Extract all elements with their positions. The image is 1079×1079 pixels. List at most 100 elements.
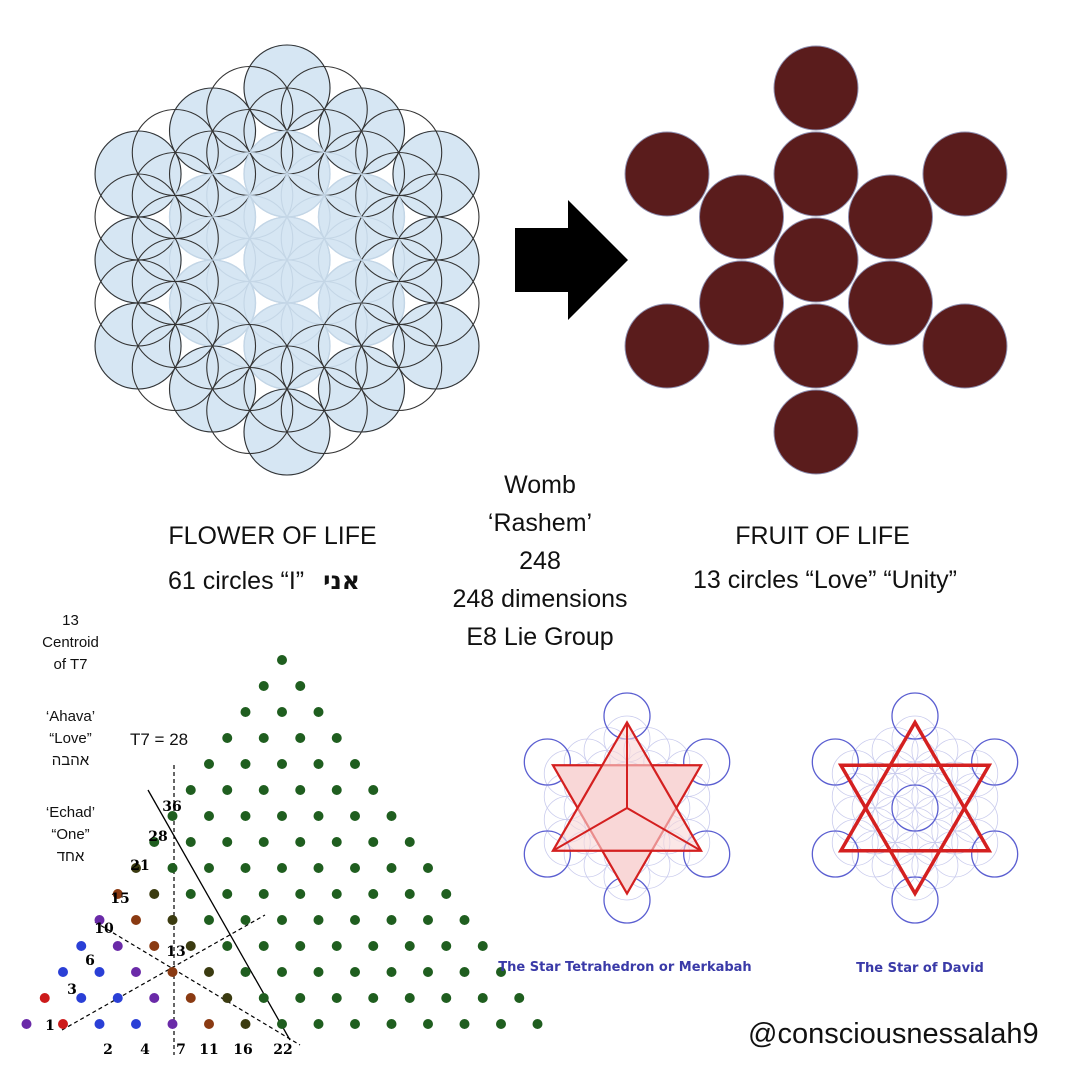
- triangle-dot: [496, 967, 506, 977]
- note-line: 13: [62, 612, 79, 629]
- centroid-diagonal-line: [94, 921, 301, 1046]
- triangle-dot: [149, 837, 160, 847]
- centroid-note: 13 Centroid of T7: [28, 610, 113, 676]
- fruit-circle: [922, 131, 1008, 217]
- triangle-dot: [295, 837, 306, 847]
- triangle-dot: [295, 993, 306, 1003]
- triangle-dot: [94, 1019, 105, 1029]
- triangle-dot: [350, 863, 360, 873]
- triangle-dot: [204, 967, 214, 977]
- ahava-note: ‘Ahava’ “Love” אהבה: [28, 706, 113, 772]
- triangle-dot: [331, 941, 342, 951]
- outer-circle: [523, 738, 571, 786]
- triangle-dot: [477, 941, 488, 951]
- fruit-title: FRUIT OF LIFE: [735, 522, 910, 550]
- tetra-edge: [626, 807, 646, 820]
- triangle-dot: [149, 889, 160, 899]
- triangle-dot: [131, 967, 141, 977]
- triangle-dot: [295, 733, 306, 743]
- fruit-subtitle: 13 circles “Love” “Unity”: [693, 566, 957, 594]
- fruit-circle: [699, 260, 785, 346]
- triangle-dot: [222, 733, 233, 743]
- triangle-dot: [240, 811, 251, 821]
- fruit-circle: [773, 303, 859, 389]
- triangle-dot: [331, 785, 342, 795]
- centroid-number-label: 13: [166, 944, 185, 960]
- david-caption: The Star of David: [856, 961, 984, 976]
- bottom-number-label: 11: [199, 1042, 218, 1058]
- triangle-dot: [295, 941, 306, 951]
- triangle-dot: [258, 889, 269, 899]
- fruit-circle: [773, 131, 859, 217]
- triangle-dot: [532, 1019, 543, 1029]
- triangle-dot: [368, 785, 379, 795]
- triangle-dot: [514, 993, 525, 1003]
- merkabah-graphic: [523, 692, 731, 924]
- triangle-dot: [313, 863, 324, 873]
- edge-number-label: 1: [45, 1018, 55, 1034]
- triangle-dot: [222, 889, 233, 899]
- flower-subtitle-text: 61 circles “I”: [168, 567, 305, 595]
- edge-number-label: 21: [130, 858, 149, 874]
- triangle-dot: [277, 707, 287, 717]
- triangle-dot: [204, 915, 214, 925]
- triangle-dot: [350, 915, 360, 925]
- triangle-dot: [222, 785, 233, 795]
- down-triangle: [837, 763, 993, 898]
- edge-number-label: 3: [67, 982, 77, 998]
- triangle-dot: [277, 967, 287, 977]
- triangle-dot: [459, 915, 470, 925]
- triangle-dot: [21, 1019, 32, 1029]
- right-arrow-icon: [515, 200, 628, 320]
- triangle-dot: [185, 941, 196, 951]
- triangle-dot: [295, 681, 306, 691]
- triangle-dot: [477, 993, 488, 1003]
- flower-subtitle: 61 circles “I” אני: [168, 566, 428, 596]
- flower-of-life-graphic: [94, 44, 480, 476]
- triangle-dot: [423, 1019, 433, 1029]
- triangle-dot: [76, 941, 87, 951]
- womb-line: ‘Rashem’: [487, 509, 593, 537]
- edge-number-label: 15: [110, 891, 129, 907]
- triangle-dot: [58, 1019, 68, 1029]
- triangle-dot: [404, 993, 415, 1003]
- womb-line: E8 Lie Group: [466, 623, 614, 651]
- fruit-circle: [699, 174, 785, 260]
- triangle-dot: [441, 941, 452, 951]
- outer-circle: [683, 830, 731, 878]
- triangle-dot: [496, 1019, 506, 1029]
- triangle-dot: [404, 889, 415, 899]
- triangle-dot: [459, 967, 470, 977]
- womb-line: Womb: [504, 471, 576, 499]
- note-line: אהבה: [51, 752, 90, 769]
- triangle-dot: [185, 785, 196, 795]
- triangle-dot: [313, 1019, 324, 1029]
- flower-title: FLOWER OF LIFE: [168, 522, 377, 550]
- outer-circle: [891, 692, 939, 740]
- outer-circle: [523, 830, 571, 878]
- note-line: “One”: [51, 826, 90, 843]
- triangle-dot: [423, 863, 433, 873]
- outer-circle: [971, 830, 1019, 878]
- triangle-dot: [240, 759, 251, 769]
- flower-subtitle-hebrew: אני: [323, 566, 360, 595]
- triangle-dot: [131, 915, 141, 925]
- triangle-dot: [368, 837, 379, 847]
- triangle-dot: [94, 915, 105, 925]
- triangle-dot: [131, 863, 141, 873]
- author-handle: @consciousnessalah9: [748, 1018, 1039, 1050]
- note-line: אחד: [56, 848, 85, 865]
- triangle-dot: [58, 967, 68, 977]
- edge-number-label: 36: [162, 799, 181, 815]
- triangle-dot: [331, 837, 342, 847]
- triangle-dot: [368, 993, 379, 1003]
- triangle-dot: [185, 993, 196, 1003]
- triangle-dot: [350, 759, 360, 769]
- triangle-dot: [423, 967, 433, 977]
- fruit-circle: [624, 303, 710, 389]
- triangle-dot: [258, 733, 269, 743]
- bg-circle: [891, 853, 939, 901]
- triangle-dot: [350, 967, 360, 977]
- triangle-dot: [277, 863, 287, 873]
- triangle-dot: [441, 993, 452, 1003]
